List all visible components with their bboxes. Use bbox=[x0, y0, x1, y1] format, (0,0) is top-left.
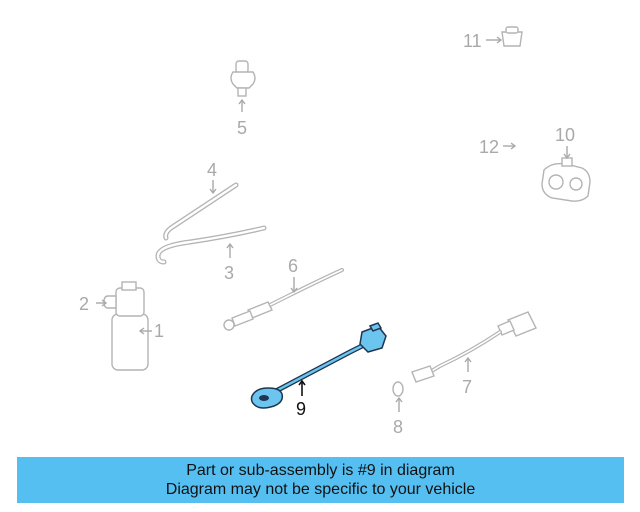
part-5-valve[interactable]: 5 bbox=[230, 60, 256, 138]
banner-line-1: Part or sub-assembly is #9 in diagram bbox=[186, 462, 455, 479]
part-10-pump[interactable]: 10 bbox=[541, 125, 591, 202]
callout-7: 7 bbox=[462, 377, 472, 397]
part-1-accumulator[interactable]: 1 bbox=[111, 281, 164, 371]
parts-diagram: 11 12 10 5 4 3 bbox=[79, 26, 591, 437]
callout-5: 5 bbox=[237, 118, 247, 138]
callout-11: 11 bbox=[463, 31, 482, 51]
callout-4: 4 bbox=[207, 160, 217, 180]
part-12-hose[interactable]: 12 bbox=[479, 65, 530, 164]
part-11-reservoir[interactable]: 11 bbox=[463, 26, 523, 51]
banner-line-2: Diagram may not be specific to your vehi… bbox=[165, 481, 476, 498]
callout-12: 12 bbox=[479, 137, 499, 157]
callout-2: 2 bbox=[79, 294, 89, 314]
part-2-bracket[interactable]: 2 bbox=[79, 294, 117, 314]
callout-8: 8 bbox=[393, 417, 403, 437]
callout-9: 9 bbox=[296, 399, 306, 419]
callout-10: 10 bbox=[555, 125, 575, 145]
part-9-knock-sensor[interactable]: 9 bbox=[250, 322, 387, 419]
callout-6: 6 bbox=[288, 256, 298, 276]
part-6-sensor[interactable]: 6 bbox=[223, 256, 344, 331]
part-7-sensor[interactable]: 7 bbox=[411, 311, 537, 397]
callout-1: 1 bbox=[154, 321, 164, 341]
part-8-seal[interactable]: 8 bbox=[392, 381, 404, 437]
part-3-hose[interactable]: 3 bbox=[155, 225, 267, 283]
part-4-hose[interactable]: 4 bbox=[163, 160, 239, 241]
callout-3: 3 bbox=[224, 263, 234, 283]
info-banner: Part or sub-assembly is #9 in diagram Di… bbox=[17, 457, 624, 503]
